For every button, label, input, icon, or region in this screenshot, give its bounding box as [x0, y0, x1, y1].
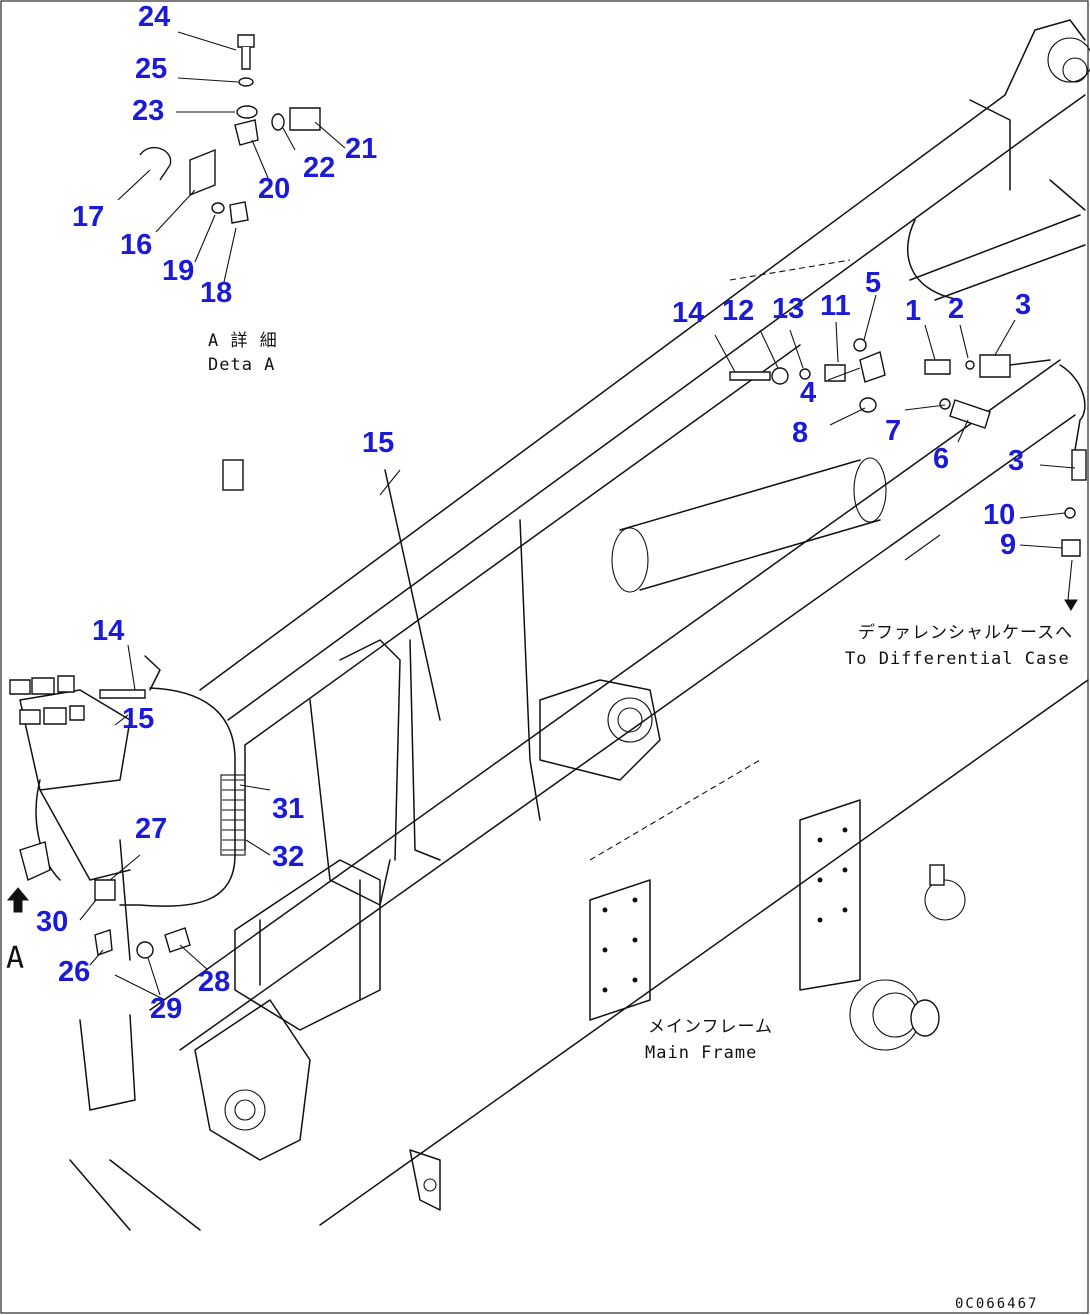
- callout-14-left: 14: [92, 615, 124, 647]
- callout-1: 1: [905, 295, 921, 327]
- callout-31: 31: [272, 793, 304, 825]
- annotation-notes: A 詳 細 Deta A デファレンシャルケースへ To Differentia…: [6, 331, 1073, 1312]
- callout-32: 32: [272, 841, 304, 873]
- callout-8: 8: [792, 417, 808, 449]
- callout-14-top: 14: [672, 297, 704, 329]
- callout-26: 26: [58, 956, 90, 988]
- callout-19: 19: [162, 255, 194, 287]
- callout-15-left: 15: [122, 703, 154, 735]
- detail-a-parts: [117, 31, 346, 283]
- callout-4: 4: [800, 377, 816, 409]
- view-a-letter: A: [6, 941, 25, 976]
- callout-7: 7: [885, 415, 901, 447]
- callout-15-top: 15: [362, 427, 394, 459]
- callout-labels: 24 25 23 21 22 20 17 16 19 18 14 12 13 1…: [36, 1, 1031, 1025]
- callout-11: 11: [820, 290, 851, 322]
- callout-30: 30: [36, 906, 68, 938]
- callout-16: 16: [120, 229, 152, 261]
- diff-case-note-en: To Differential Case: [845, 649, 1070, 669]
- callout-22: 22: [303, 152, 335, 184]
- callout-27: 27: [135, 813, 167, 845]
- callout-3-right: 3: [1008, 445, 1024, 477]
- callout-12: 12: [722, 295, 754, 327]
- callout-2: 2: [948, 293, 964, 325]
- callout-23: 23: [132, 95, 164, 127]
- callout-21: 21: [345, 133, 377, 165]
- left-fitting-parts: [6, 469, 401, 1001]
- callout-10: 10: [983, 499, 1015, 531]
- fitting-parts: [714, 294, 1087, 611]
- callout-25: 25: [135, 53, 167, 85]
- callout-17: 17: [72, 201, 104, 233]
- detail-a-title-jp: A 詳 細: [208, 331, 278, 351]
- callout-28: 28: [198, 966, 230, 998]
- callout-18: 18: [200, 277, 232, 309]
- callout-24: 24: [138, 1, 170, 33]
- callout-6: 6: [933, 443, 949, 475]
- cable-routing: [35, 364, 1086, 907]
- callout-20: 20: [258, 173, 290, 205]
- callout-3-top: 3: [1015, 289, 1031, 321]
- main-frame-note-en: Main Frame: [645, 1043, 757, 1063]
- main-frame-note-jp: メインフレーム: [648, 1017, 773, 1037]
- callout-29: 29: [150, 993, 182, 1025]
- drawing-code: 0C066467: [955, 1296, 1038, 1312]
- detail-a-title-en: Deta A: [208, 355, 275, 375]
- callout-5: 5: [865, 267, 881, 299]
- diff-case-note-jp: デファレンシャルケースへ: [858, 622, 1073, 643]
- callout-13: 13: [772, 293, 804, 325]
- callout-9: 9: [1000, 529, 1016, 561]
